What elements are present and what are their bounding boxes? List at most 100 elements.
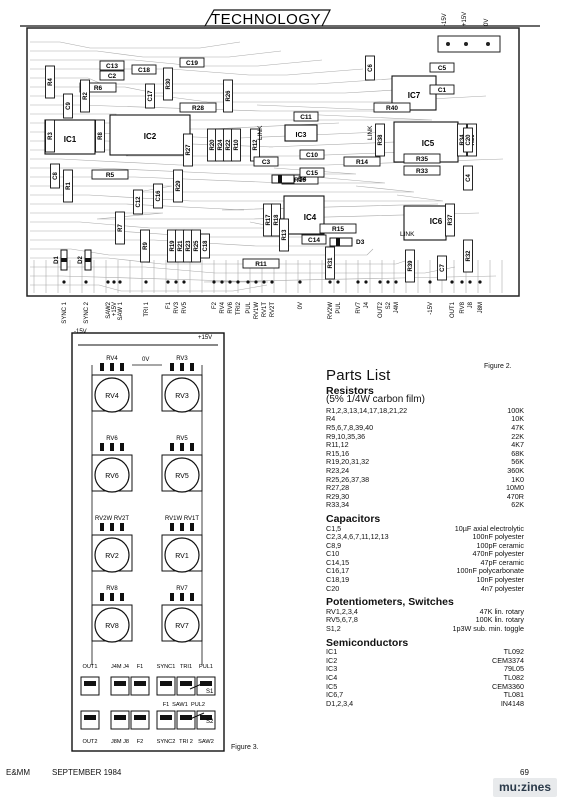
ic-label: IC5 [422, 139, 435, 148]
parts-list: Parts List Resistors(5% 1/4W carbon film… [326, 368, 524, 708]
part-value: TL082 [503, 673, 524, 682]
connection-label: RV4 [220, 301, 226, 313]
resistor-label: R24 [218, 139, 224, 151]
resistor-label: R11 [255, 261, 267, 268]
capacitor-label: C6 [368, 64, 374, 72]
pot-id: RV1 [175, 553, 189, 560]
resistor-label: R10 [234, 139, 240, 151]
diode-label: D3 [356, 239, 365, 246]
diode-label: D4 [298, 176, 307, 183]
connection-label: RV5 [182, 301, 188, 313]
connection-label: F1 [166, 301, 172, 309]
capacitor-label: C10 [306, 152, 318, 159]
part-value: 47K lin. rotary [479, 606, 524, 616]
jack-label: F1 [137, 664, 144, 670]
jack-label: SAW1 [172, 702, 188, 708]
resistor-label: R14 [356, 159, 368, 166]
link-label: LINK [257, 125, 264, 140]
ic-label: IC2 [144, 132, 157, 141]
part-ref: R15,16 [326, 448, 350, 458]
connection-label: S2 [386, 301, 392, 309]
connection-label: RV8 [460, 301, 466, 313]
part-ref: IC4 [326, 673, 338, 682]
resistor-label: R5 [106, 172, 115, 179]
connection-label: SAW2 [106, 301, 112, 318]
parts-row: R9,10,35,36 22K [326, 431, 524, 442]
pot-wiring-label: RV8 [106, 586, 118, 592]
part-value: 100nF polyester [472, 532, 524, 542]
ic-label: IC6 [430, 217, 443, 226]
pot-wiring-label: RV1W RV1T [165, 516, 199, 522]
resistor-label: R40 [386, 105, 398, 112]
footer-page-number: 69 [520, 768, 529, 777]
supply-label: 0V [484, 19, 490, 26]
part-ref: R5,6,7,8,39,40 [326, 422, 374, 432]
part-value: IN4148 [500, 698, 524, 708]
link-label: LINK [400, 231, 415, 238]
capacitor-label: C7 [440, 264, 446, 272]
pot-id: RV3 [175, 393, 189, 400]
part-ref: RV5,6,7,8 [326, 615, 358, 625]
part-value: 68K [511, 448, 524, 458]
capacitor-label: C8 [53, 172, 59, 180]
part-ref: R9,10,35,36 [326, 431, 366, 441]
ic-label: IC3 [296, 132, 307, 139]
part-ref: RV1,2,3,4 [326, 606, 358, 616]
resistor-label: R39 [408, 260, 414, 272]
connection-label: RV7 [356, 301, 362, 313]
connection-label: SYNC 2 [84, 301, 90, 323]
pot-wiring-label: RV6 [106, 436, 118, 442]
resistor-label: R13 [282, 229, 288, 241]
supply-label: -15V [442, 13, 448, 26]
resistor-label: R20 [210, 139, 216, 151]
jack-label: PUL1 [199, 664, 213, 670]
pot-wiring-label: RV4 [106, 356, 118, 362]
part-ref: IC3 [326, 664, 338, 674]
capacitor-label: C19 [186, 60, 198, 67]
section-title: TECHNOLOGY [211, 11, 321, 28]
part-ref: R23,24 [326, 465, 350, 475]
figure-3-wiring-diagram: -15V +15V 0V RV4RV4RV3RV3RV6RV6RV5RV5RV2… [71, 329, 225, 752]
pot-id: RV5 [175, 473, 189, 480]
figure-3-caption: Figure 3. [231, 744, 259, 751]
jack-label: SYNC2 [157, 739, 176, 745]
pot-wiring-label: RV2W RV2T [95, 516, 129, 522]
connection-label: -15V [428, 302, 434, 315]
part-value: 10K [511, 414, 524, 424]
resistor-label: R23 [186, 240, 192, 252]
part-ref: C8,9 [326, 540, 342, 550]
connection-label: 0V [298, 302, 304, 309]
switch-label: S2 [206, 719, 214, 725]
ic-label: IC7 [408, 91, 421, 100]
resistor-label: R28 [192, 105, 204, 112]
resistor-label: R18 [274, 214, 280, 226]
part-value: TL081 [503, 690, 524, 700]
part-ref: R33,34 [326, 500, 350, 510]
part-value: 1K0 [511, 474, 524, 484]
capacitor-label: C13 [106, 63, 118, 70]
capacitor-label: C3 [262, 159, 271, 166]
part-ref: R11,12 [326, 440, 349, 450]
connection-label: OUT1 [450, 301, 456, 318]
part-ref: R1,2,3,13,14,17,18,21,22 [326, 405, 408, 415]
part-value: 360K [507, 465, 524, 475]
resistor-label: R17 [266, 214, 272, 226]
figure-2-pcb-layout: -15V +15V 0V IC1 IC2 IC3 IC4 IC5 IC6 IC7… [26, 12, 520, 324]
parts-section-heading: Semiconductors [326, 636, 409, 649]
part-value: 4n7 polyester [480, 583, 524, 593]
part-value: 22K [511, 431, 524, 441]
component-footprints: R6R5R14R15R11R35R33R40R16R28R4R2R3R1R8R7… [45, 55, 477, 283]
capacitor-label: C1 [438, 87, 447, 94]
